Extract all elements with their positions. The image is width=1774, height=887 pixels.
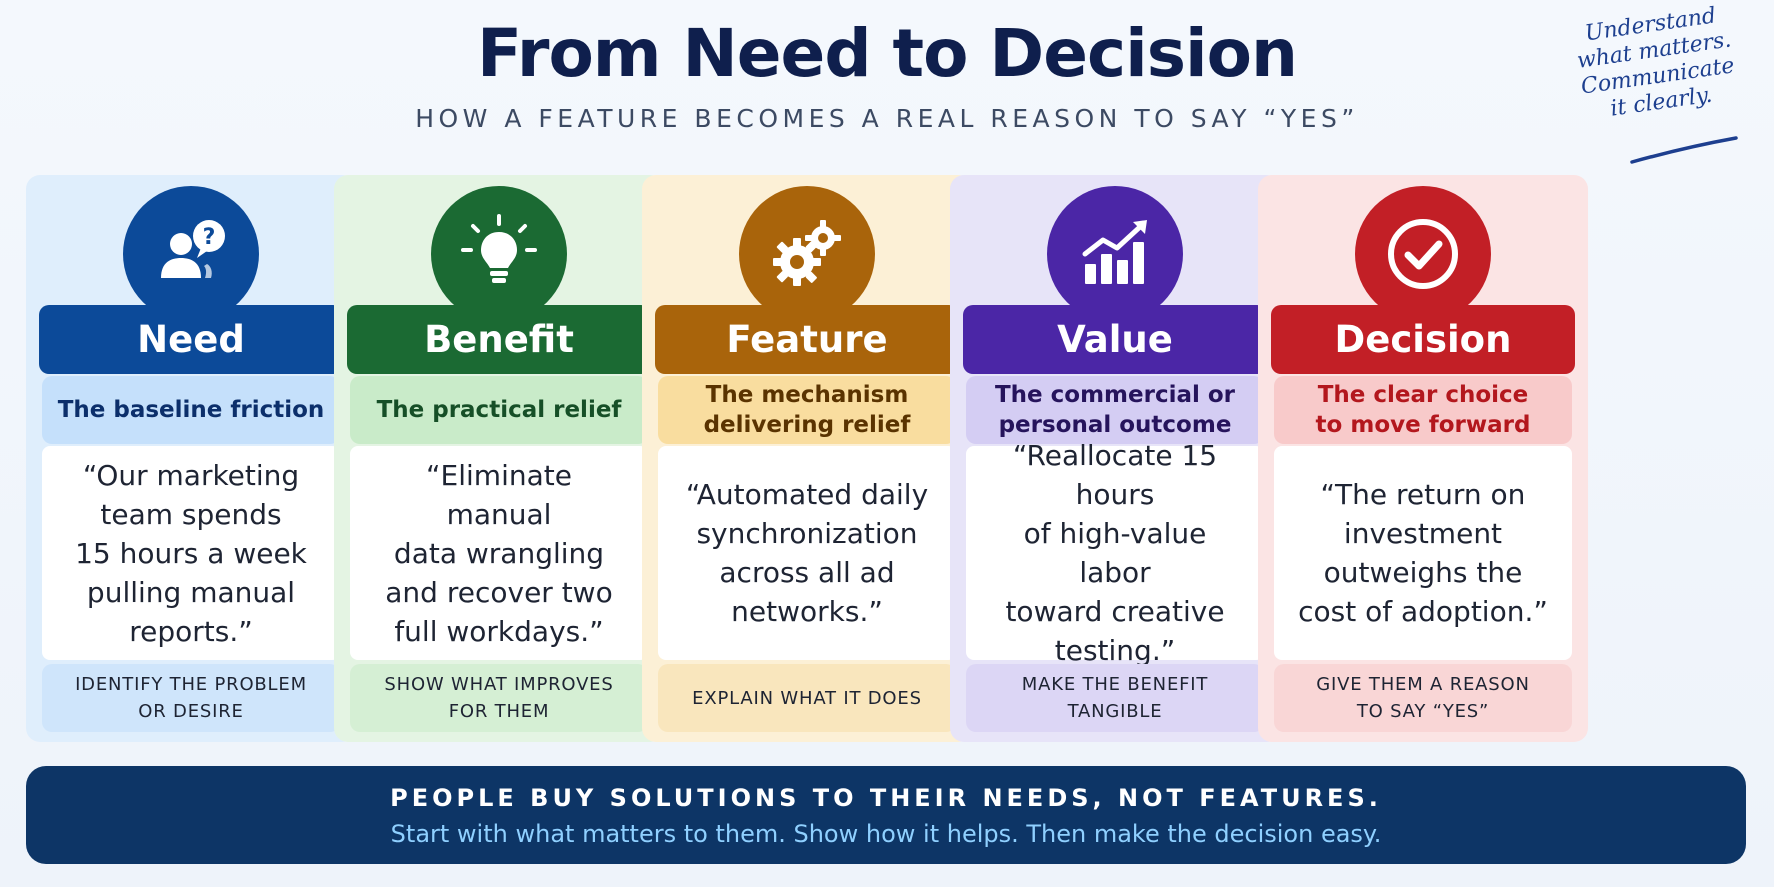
quote-line: and recover two	[385, 575, 613, 609]
footer-text: IDENTIFY THE PROBLEM OR DESIRE	[75, 671, 307, 725]
quote-line: toward creative	[1005, 595, 1225, 628]
stage-footer: IDENTIFY THE PROBLEM OR DESIRE	[42, 664, 340, 732]
footer-line: IDENTIFY THE PROBLEM	[75, 674, 307, 695]
quote-line: of high-value labor	[1023, 517, 1207, 589]
footer-text: MAKE THE BENEFIT TANGIBLE	[1022, 671, 1208, 725]
stage-quote: “The return on investment outweighs the cos…	[1274, 446, 1572, 660]
stage-quote: “Our marketing team spends 15 hours a week…	[42, 446, 340, 660]
stage-subtitle: The commercial or personal outcome	[966, 376, 1264, 444]
gears-icon	[773, 220, 841, 286]
quote-line: networks.”	[731, 595, 883, 628]
stage-subtitle: The mechanism delivering relief	[658, 376, 956, 444]
quote-line: 15 hours a week	[75, 536, 307, 570]
lightbulb-icon-badge	[431, 186, 567, 322]
check-circle-icon	[1388, 219, 1458, 289]
footer-line: FOR THEM	[448, 701, 550, 722]
stage-quote: “Eliminate manual data wrangling and recov…	[350, 446, 648, 660]
quote-line: “Automated daily	[685, 478, 929, 511]
stage-title: Decision	[1271, 305, 1575, 374]
quote-text: “Eliminate manual data wrangling and recov…	[372, 456, 626, 651]
quote-line: team spends	[100, 497, 282, 531]
quote-line: outweighs the	[1323, 556, 1523, 589]
quote-line: “The return on	[1320, 478, 1526, 511]
subtitle-line: The baseline friction	[57, 397, 325, 423]
person-question-icon-badge: ?	[123, 186, 259, 322]
quote-line: cost of adoption.”	[1298, 595, 1548, 628]
subtitle-line: The commercial or	[994, 382, 1236, 408]
stage-subtitle: The baseline friction	[42, 376, 340, 444]
subtitle-line: delivering relief	[703, 412, 911, 438]
quote-line: full workdays.”	[394, 614, 604, 648]
growth-chart-icon-badge	[1047, 186, 1183, 322]
subtitle-line: The practical relief	[376, 397, 622, 423]
stage-subtitle-text: The baseline friction	[58, 395, 325, 425]
stage-subtitle-text: The clear choice to move forward	[1316, 380, 1531, 440]
footer-line: MAKE THE BENEFIT	[1021, 674, 1209, 695]
footer-line: TANGIBLE	[1067, 701, 1163, 722]
quote-line: reports.”	[129, 614, 253, 648]
banner-subline: Start with what matters to them. Show ho…	[390, 820, 1382, 848]
stage-title: Benefit	[347, 305, 651, 374]
footer-line: EXPLAIN WHAT IT DOES	[692, 687, 922, 709]
stage-subtitle-text: The commercial or personal outcome	[995, 380, 1235, 440]
note-underline-stroke	[1630, 136, 1738, 164]
stage-quote: “Automated daily synchronization across al…	[658, 446, 956, 660]
footer-text: GIVE THEM A REASON TO SAY “YES”	[1316, 671, 1530, 725]
subtitle-line: to move forward	[1315, 412, 1531, 438]
check-circle-icon-badge	[1355, 186, 1491, 322]
quote-line: “Reallocate 15 hours	[1012, 439, 1218, 511]
quote-text: “Automated daily synchronization across al…	[686, 475, 928, 631]
gears-icon-badge	[739, 186, 875, 322]
quote-line: across all ad	[719, 556, 895, 589]
quote-line: pulling manual	[86, 575, 296, 609]
stage-title: Value	[963, 305, 1267, 374]
summary-banner: PEOPLE BUY SOLUTIONS TO THEIR NEEDS, NOT…	[26, 766, 1746, 864]
stage-subtitle: The clear choice to move forward	[1274, 376, 1572, 444]
page-title: From Need to Decision	[477, 15, 1298, 92]
person-question-icon: ?	[161, 220, 225, 278]
stage-title: Need	[39, 305, 343, 374]
footer-text: SHOW WHAT IMPROVES FOR THEM	[384, 671, 613, 725]
quote-line: testing.”	[1054, 634, 1176, 667]
subtitle-line: The mechanism	[705, 382, 909, 408]
quote-line: data wrangling	[393, 536, 605, 570]
quote-line: investment	[1343, 517, 1503, 550]
footer-line: GIVE THEM A REASON	[1316, 674, 1530, 695]
stage-footer: EXPLAIN WHAT IT DOES	[658, 664, 956, 732]
quote-text: “The return on investment outweighs the cos…	[1298, 475, 1548, 631]
subtitle-line: personal outcome	[998, 412, 1232, 438]
footer-text: EXPLAIN WHAT IT DOES	[692, 685, 922, 712]
banner-headline: PEOPLE BUY SOLUTIONS TO THEIR NEEDS, NOT…	[390, 784, 1382, 812]
subtitle-line: The clear choice	[1317, 382, 1529, 408]
quote-line: “Eliminate manual	[426, 458, 572, 531]
footer-line: TO SAY “YES”	[1356, 701, 1490, 722]
stage-subtitle-text: The mechanism delivering relief	[704, 380, 911, 440]
footer-line: OR DESIRE	[138, 701, 244, 722]
svg-text:?: ?	[203, 225, 216, 250]
stage-footer: GIVE THEM A REASON TO SAY “YES”	[1274, 664, 1572, 732]
footer-line: SHOW WHAT IMPROVES	[384, 674, 614, 695]
quote-line: “Our marketing	[82, 458, 300, 492]
quote-text: “Our marketing team spends 15 hours a week…	[75, 456, 307, 651]
lightbulb-icon	[461, 214, 537, 283]
stage-subtitle: The practical relief	[350, 376, 648, 444]
stage-subtitle-text: The practical relief	[377, 395, 622, 425]
growth-chart-icon	[1082, 220, 1147, 284]
page-subtitle: HOW A FEATURE BECOMES A REAL REASON TO S…	[415, 104, 1359, 133]
quote-line: synchronization	[696, 517, 918, 550]
stage-footer: MAKE THE BENEFIT TANGIBLE	[966, 664, 1264, 732]
stage-title: Feature	[655, 305, 959, 374]
stage-footer: SHOW WHAT IMPROVES FOR THEM	[350, 664, 648, 732]
